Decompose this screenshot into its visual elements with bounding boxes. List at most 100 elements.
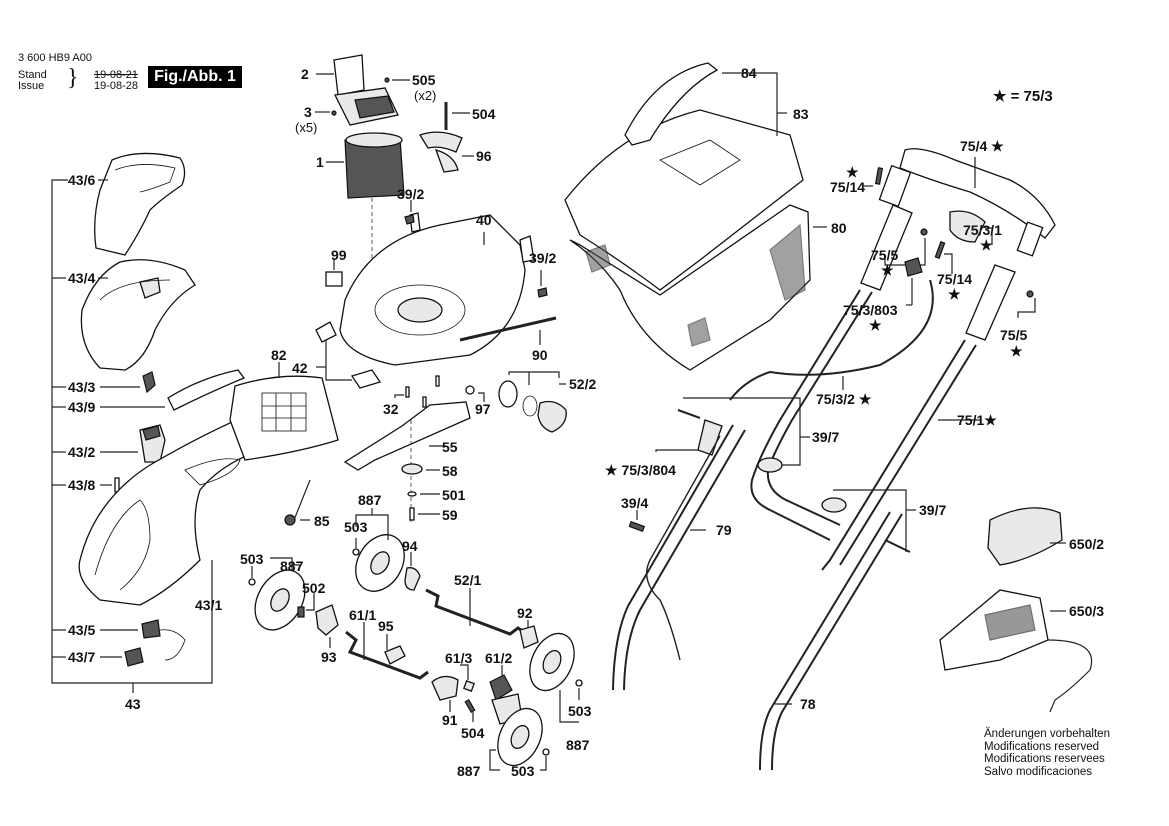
star-icon: ★ [1010,343,1023,359]
label-92: 92 [517,605,533,621]
star-icon: ★ [858,391,872,407]
label-42: 42 [292,360,308,376]
label-650-3: 650/3 [1069,603,1105,619]
label-61-2: 61/2 [485,650,513,666]
label-82: 82 [271,347,287,363]
handle-43-9 [100,369,246,411]
label-887-d: 887 [457,763,481,779]
cover-43-6 [94,152,186,256]
label-504-bottom: 504 [461,725,485,741]
label-887-c: 887 [566,737,590,753]
wheel-887-d [489,707,550,771]
label-3-qty: (x5) [295,120,318,135]
screw-504-bottom [464,698,476,722]
modifications-notice: Änderungen vorbehalten Modifications res… [984,728,1110,778]
star-icon: ★ [984,412,997,428]
label-3: 3 [304,104,312,120]
label-90: 90 [532,347,548,363]
label-79: 79 [716,522,732,538]
axle-61-1 [345,622,429,680]
motor-1 [326,132,405,270]
knob-52-2 [498,371,567,433]
switch-43-2 [100,424,166,463]
label-75-1: 75/1★ [957,413,997,427]
clamp-39-7-a [677,397,810,473]
label-43: 43 [125,696,141,712]
label-75-14-top: 75/14 [830,179,866,195]
brace-symbol: } [67,65,79,91]
label-75-3-804-text: 75/3/804 [621,462,676,478]
label-95: 95 [378,618,394,634]
label-93: 93 [321,649,337,665]
screw-504-top [444,102,470,130]
label-505-qty: (x2) [414,88,437,103]
bracket-93 [315,604,339,648]
star-icon: ★ [948,286,961,302]
part-number: 3 600 HB9 A00 [18,52,93,64]
bracket-94 [404,552,421,591]
wheel-887-b [248,557,306,631]
label-39-7-b: 39/7 [919,502,947,518]
label-75-3-2-text: 75/3/2 [816,391,855,407]
tube-78 [759,511,903,771]
label-887-a: 887 [358,492,382,508]
brush-99 [325,260,343,287]
label-75-3-2: 75/3/2 ★ [816,392,871,406]
screw-39-2-a [404,200,415,225]
label-501: 501 [442,487,466,503]
filter-82 [229,362,339,461]
notice-en: Modifications reserved [984,740,1100,753]
label-75-4: 75/4 ★ [960,139,1004,153]
label-75-5-left: 75/5 [871,247,899,263]
label-43-1: 43/1 [195,597,223,613]
label-43-8: 43/8 [68,477,96,493]
label-75-5-right: 75/5 [1000,327,1028,343]
deck-40 [339,212,535,366]
washer-501 [407,491,440,497]
label-43-3: 43/3 [68,379,96,395]
tube-75-5-left [860,204,928,291]
label-43-2: 43/2 [68,444,96,460]
label-503-b: 503 [240,551,264,567]
fan-96 [419,131,474,173]
label-2: 2 [301,66,309,82]
label-39-4: 39/4 [621,495,649,511]
label-43-4: 43/4 [68,270,96,286]
clamp-39-7-b [821,489,916,553]
star-icon: ★ [881,262,894,278]
label-84: 84 [741,65,757,81]
axle-90 [459,316,557,345]
label-503-a: 503 [344,519,368,535]
screw-39-2-b [537,270,548,298]
plug-97 [465,385,485,402]
star-icon: ★ [869,317,882,333]
label-97: 97 [475,401,491,417]
label-61-3: 61/3 [445,650,473,666]
label-505: 505 [412,72,436,88]
cover-2 [315,54,410,126]
label-43-7: 43/7 [68,649,96,665]
label-80: 80 [831,220,847,236]
star-legend: ★ = 75/3 [993,88,1053,105]
label-96: 96 [476,148,492,164]
bushing-61-3 [460,664,475,692]
label-39-2-b: 39/2 [529,250,557,266]
label-55: 55 [442,439,458,455]
label-61-1: 61/1 [349,607,377,623]
label-59: 59 [442,507,458,523]
label-32: 32 [383,401,399,417]
basket-80 [569,204,827,371]
bracket-91 [431,675,459,712]
screw-32 [394,386,410,398]
clip-43-3 [100,371,156,394]
clip-95 [384,634,406,665]
tube-75-5-right [965,264,1036,341]
bolt-502 [297,593,315,618]
issue-label: Issue [18,80,45,92]
label-503-c: 503 [568,703,592,719]
notice-fr: Modifications reservees [984,753,1105,765]
label-887-b: 887 [280,558,304,574]
label-43-6: 43/6 [68,172,96,188]
label-75-3-804: ★ 75/3/804 [605,463,676,477]
label-1: 1 [316,154,324,170]
